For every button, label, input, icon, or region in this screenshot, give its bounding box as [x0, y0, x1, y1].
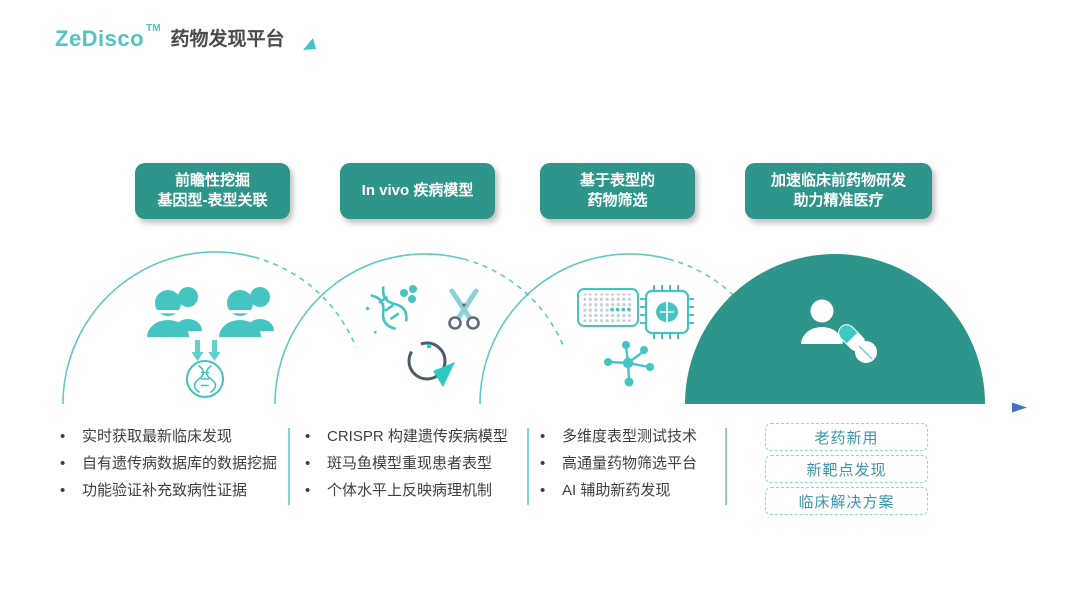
stage-header-line: 基于表型的: [579, 172, 655, 189]
stage-header-line: 前瞻性挖掘: [174, 172, 250, 189]
tag-new-target-discovery: 新靶点发现: [765, 455, 928, 483]
list-item: • AI 辅助新药发现: [540, 481, 725, 500]
ai-brain-chip-icon: [640, 285, 694, 339]
column-divider: [725, 428, 727, 505]
patient-groups-icon: [147, 287, 274, 337]
down-arrows-icon: [191, 340, 221, 361]
brand-arrow-icon: [302, 38, 316, 50]
gene-editing-dna-icon: [365, 285, 417, 334]
list-item: • 自有遗传病数据库的数据挖掘: [60, 454, 288, 473]
bullet-dot: •: [305, 482, 311, 499]
stage-header-line: 基因型-表型关联: [157, 192, 268, 209]
assay-plate-icon: [577, 288, 639, 327]
bullet-text: 功能验证补充致病性证据: [82, 482, 248, 499]
column-divider: [527, 428, 529, 505]
stage-arc-4-filled: [685, 254, 985, 404]
list-item: • 斑马鱼模型重现患者表型: [305, 454, 527, 473]
list-item: • CRISPR 构建遗传疾病模型: [305, 427, 527, 446]
tag-drug-repurposing: 老药新用: [765, 423, 928, 451]
stage-header-phenotype-screening: 基于表型的 药物筛选: [540, 163, 695, 219]
list-item: • 高通量药物筛选平台: [540, 454, 725, 473]
patient-medicine-icon: [801, 299, 877, 363]
bullet-dot: •: [540, 455, 546, 472]
stage-header-line: 助力精准医疗: [793, 192, 884, 209]
bullet-dot: •: [305, 428, 311, 445]
trademark-symbol: TM: [146, 23, 161, 34]
bullet-list-stage-1: • 实时获取最新临床发现 • 自有遗传病数据库的数据挖掘 • 功能验证补充致病性证据: [60, 427, 288, 508]
list-item: • 功能验证补充致病性证据: [60, 481, 288, 500]
crispr-scissors-icon: [448, 288, 480, 330]
bullet-text: 个体水平上反映病理机制: [327, 482, 493, 499]
stage-arc-2: [274, 253, 565, 405]
stage-header-line: 加速临床前药物研发: [770, 172, 906, 189]
bullet-text: 实时获取最新临床发现: [82, 428, 233, 445]
bullet-text: CRISPR 构建遗传疾病模型: [327, 428, 508, 445]
stage-header-genotype-phenotype: 前瞻性挖掘 基因型-表型关联: [135, 163, 290, 219]
list-item: • 个体水平上反映病理机制: [305, 481, 527, 500]
bullet-text: AI 辅助新药发现: [562, 482, 671, 499]
column-divider: [288, 428, 290, 505]
bullet-dot: •: [540, 482, 546, 499]
bullet-dot: •: [60, 482, 66, 499]
stage-header-line: 药物筛选: [587, 192, 648, 209]
brand-header: ZeDisco TM 药物发现平台: [55, 23, 317, 53]
tag-clinical-solution: 临床解决方案: [765, 487, 928, 515]
bullet-text: 高通量药物筛选平台: [562, 455, 698, 472]
bullet-list-stage-3: • 多维度表型测试技术 • 高通量药物筛选平台 • AI 辅助新药发现: [540, 427, 725, 508]
stage-header-line: In vivo 疾病模型: [361, 182, 474, 199]
stage-header-preclinical: 加速临床前药物研发 助力精准医疗: [745, 163, 932, 219]
brand-logo: ZeDisco: [55, 26, 145, 51]
bullet-dot: •: [540, 428, 546, 445]
list-item: • 多维度表型测试技术: [540, 427, 725, 446]
zebrafish-icon: [404, 336, 455, 387]
bullet-dot: •: [60, 455, 66, 472]
bullet-text: 多维度表型测试技术: [562, 428, 698, 445]
process-arcs-graphic: [35, 251, 1027, 413]
list-item: • 实时获取最新临床发现: [60, 427, 288, 446]
bullet-text: 自有遗传病数据库的数据挖掘: [82, 455, 278, 472]
compound-molecule-icon: [604, 341, 654, 387]
stage-arc-1: [62, 251, 357, 405]
outcome-tags: 老药新用 新靶点发现 临床解决方案: [765, 423, 928, 515]
timeline-arrow-icon: [35, 402, 1027, 413]
bullet-dot: •: [305, 455, 311, 472]
bullet-text: 斑马鱼模型重现患者表型: [327, 455, 493, 472]
dna-sample-icon: [186, 360, 224, 398]
page-title: 药物发现平台: [170, 29, 285, 50]
bullet-dot: •: [60, 428, 66, 445]
bullet-list-stage-2: • CRISPR 构建遗传疾病模型 • 斑马鱼模型重现患者表型 • 个体水平上反映病理…: [305, 427, 527, 508]
stage-header-invivo-model: In vivo 疾病模型: [340, 163, 495, 219]
